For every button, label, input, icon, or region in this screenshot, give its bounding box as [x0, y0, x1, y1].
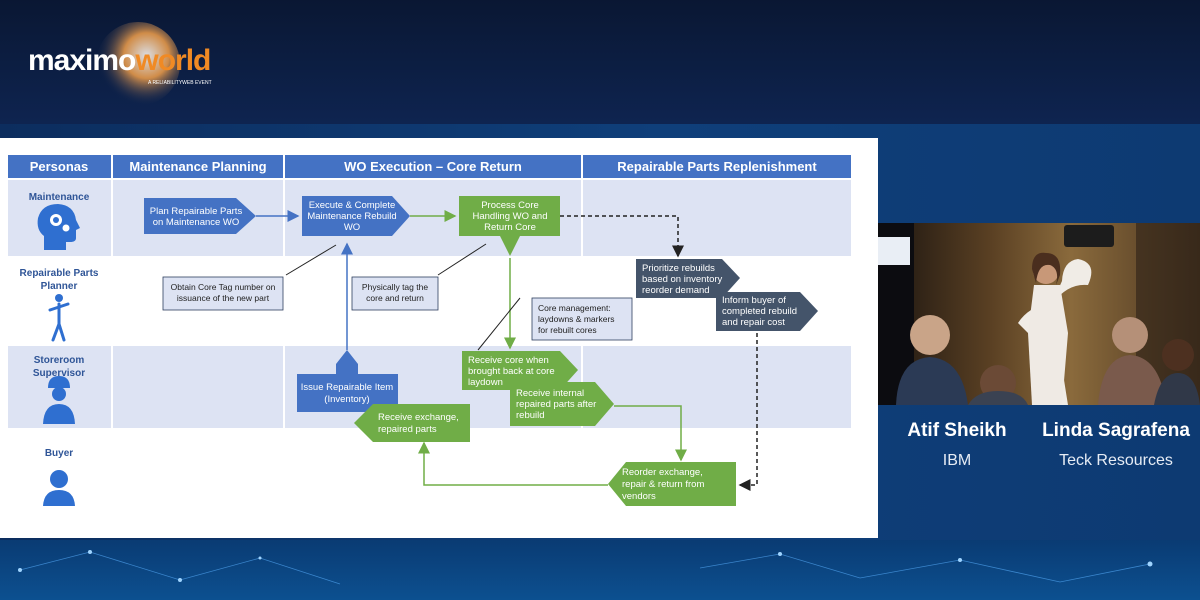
svg-text:Receive exchange,repaired part: Receive exchange,repaired parts: [378, 412, 459, 435]
worker-icon: [43, 376, 75, 424]
plan-repairable-parts-box: [144, 198, 256, 234]
execute-rebuild-box: [302, 196, 410, 236]
speaker-2-org: Teck Resources: [1059, 452, 1173, 469]
header-replenishment: Repairable Parts Replenishment: [617, 159, 817, 174]
network-decoration: [18, 550, 1153, 585]
conference-scene: [878, 223, 1200, 405]
presentation-slide: Personas Maintenance Planning WO Executi…: [0, 138, 878, 538]
mannequin-icon: [48, 294, 70, 342]
speaker-video-feed: [878, 223, 1200, 405]
header-row: Personas Maintenance Planning WO Executi…: [8, 155, 851, 178]
receive-exchange-box: [354, 404, 470, 442]
prioritize-rebuilds-box: [636, 259, 740, 298]
maximoworld-logo: maximoworld A RELIABILITYWEB EVENT: [28, 20, 228, 106]
top-banner: [0, 0, 1200, 124]
logo-tagline: A RELIABILITYWEB EVENT: [148, 80, 212, 86]
flow-reorder-to-exchange: [418, 441, 608, 486]
svg-text:Issue Repairable Item(Inventor: Issue Repairable Item(Inventory): [301, 382, 393, 405]
speaker-1-org: IBM: [942, 452, 972, 469]
receive-internal-parts-box: [510, 382, 614, 426]
speaker-2: Linda Sagrafena Teck Resources: [1041, 420, 1191, 470]
bottom-banner: [0, 540, 1200, 600]
flow-internal-to-reorder: [614, 405, 687, 462]
header-maintenance-planning: Maintenance Planning: [129, 159, 266, 174]
logo-wordmark: maximoworld: [28, 44, 211, 77]
speaker-2-name: Linda Sagrafena: [1042, 420, 1190, 441]
receive-core-box: [462, 351, 578, 390]
inform-buyer-box: [716, 292, 818, 331]
flow-inform-to-reorder: [738, 333, 758, 491]
globe-icon: [96, 22, 180, 106]
header-personas: Personas: [30, 159, 89, 174]
persona-maintenance-label: Maintenance: [29, 192, 90, 203]
speaker-1: Atif Sheikh IBM: [882, 420, 1032, 470]
process-core-box: [459, 196, 560, 256]
physically-tag-callout: [351, 276, 439, 311]
buyer-person-icon: [43, 470, 75, 506]
gear-head-icon: [37, 204, 80, 250]
lane-band-maintenance: [8, 180, 851, 256]
header-wo-execution: WO Execution – Core Return: [344, 159, 522, 174]
issue-repairable-item-box: [297, 350, 398, 412]
reorder-exchange-box: [608, 462, 736, 506]
core-tag-callout: [162, 276, 284, 311]
persona-buyer-label: Buyer: [45, 448, 73, 459]
svg-text:Reorder exchange,repair & retu: Reorder exchange,repair & return fromven…: [622, 467, 704, 502]
speaker-1-name: Atif Sheikh: [907, 420, 1007, 441]
swimlane-diagram: Personas Maintenance Planning WO Executi…: [8, 155, 851, 518]
core-management-callout: [531, 297, 633, 341]
